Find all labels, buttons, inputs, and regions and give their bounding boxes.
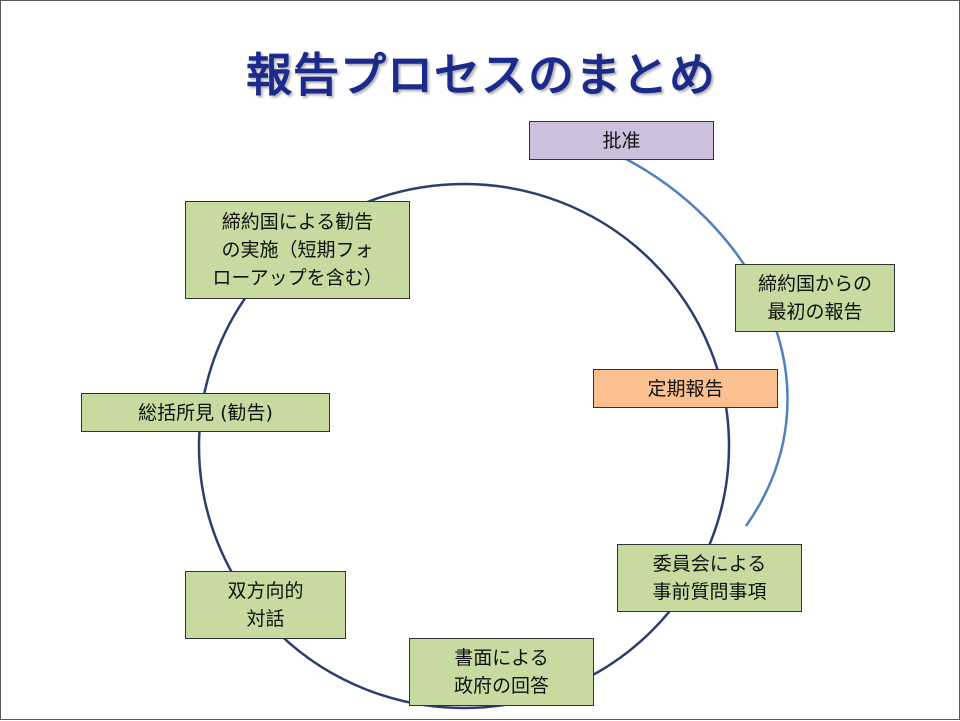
step-ratification-label: 批准 (602, 129, 641, 152)
page-title: 報告プロセスのまとめ (246, 48, 716, 102)
step-periodic-report-label: 定期報告 (647, 377, 724, 400)
step-dialogue: 双方向的 対話 (185, 571, 346, 639)
step-ratification: 批准 (529, 121, 714, 160)
step-written-replies-label: 書面による 政府の回答 (453, 647, 549, 697)
step-list-of-issues-label: 委員会による 事前質問事項 (652, 553, 767, 603)
cycle-circle (197, 182, 731, 710)
step-list-of-issues: 委員会による 事前質問事項 (617, 544, 802, 612)
step-written-replies: 書面による 政府の回答 (409, 638, 594, 706)
step-concluding-observations-label: 総括所見 (勧告) (138, 401, 273, 424)
step-initial-report: 締約国からの 最初の報告 (735, 264, 895, 332)
step-dialogue-label: 双方向的 対話 (227, 580, 304, 630)
step-periodic-report: 定期報告 (593, 369, 778, 408)
step-initial-report-label: 締約国からの 最初の報告 (757, 273, 872, 323)
step-implementation-label: 締約国による勧告 の実施（短期フォ ローアップを含む） (212, 211, 383, 289)
step-concluding-observations: 総括所見 (勧告) (81, 393, 330, 432)
step-implementation: 締約国による勧告 の実施（短期フォ ローアップを含む） (185, 201, 410, 299)
